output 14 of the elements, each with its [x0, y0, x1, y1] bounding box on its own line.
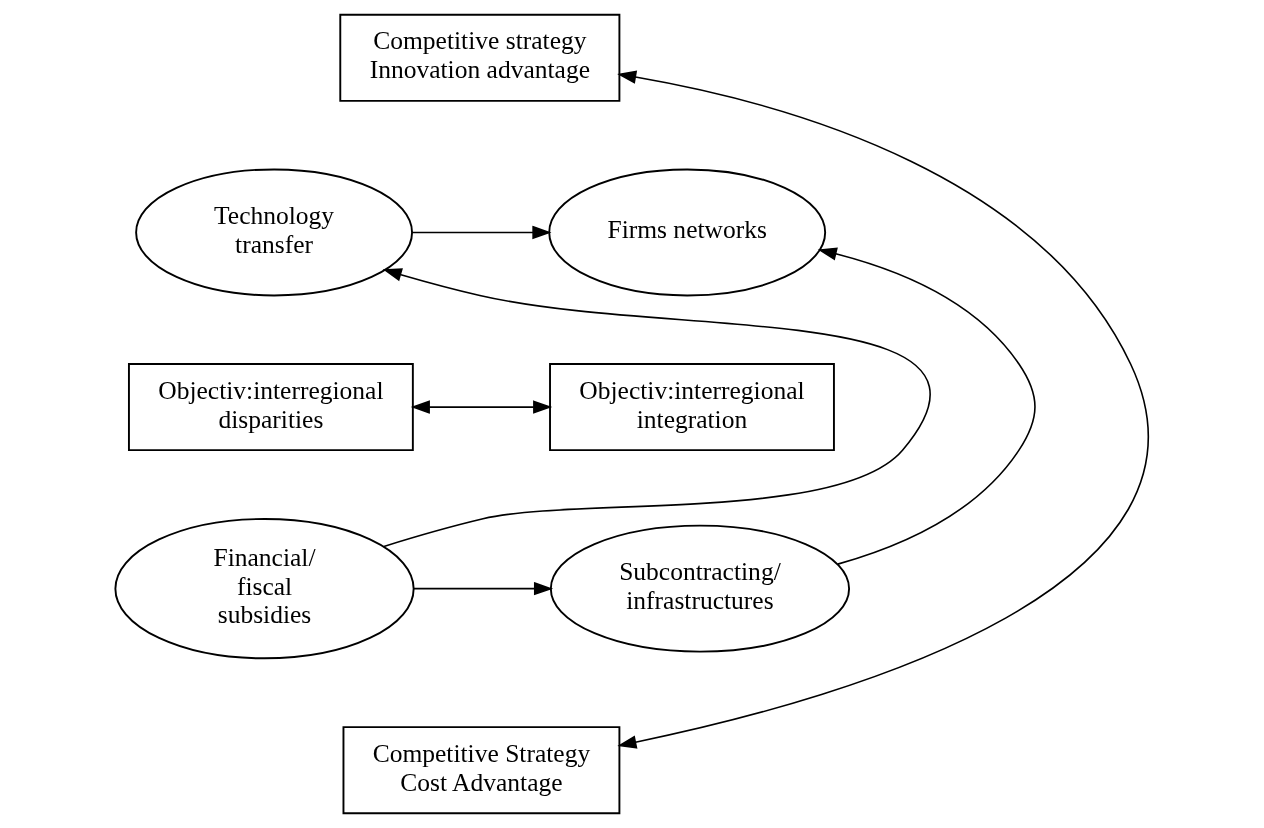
node-ellipse: Subcontracting/ infrastructures — [549, 524, 851, 653]
node-box: Objectiv:interregional disparities — [128, 363, 414, 452]
node-box: Competitive Strategy Cost Advantage — [342, 726, 621, 815]
node-box: Competitive strategy Innovation advantage — [339, 13, 621, 102]
arrow — [617, 70, 1148, 749]
arrow — [412, 581, 554, 596]
arrow — [817, 247, 1036, 565]
arrow — [411, 225, 552, 240]
node-box: Objectiv:interregional integration — [549, 363, 835, 452]
node-ellipse: Financial/ fiscal subsidies — [114, 518, 415, 660]
node-ellipse: Technology transfer — [135, 168, 413, 297]
arrow — [382, 268, 931, 548]
node-ellipse: Firms networks — [548, 168, 827, 297]
arrow — [410, 400, 553, 414]
